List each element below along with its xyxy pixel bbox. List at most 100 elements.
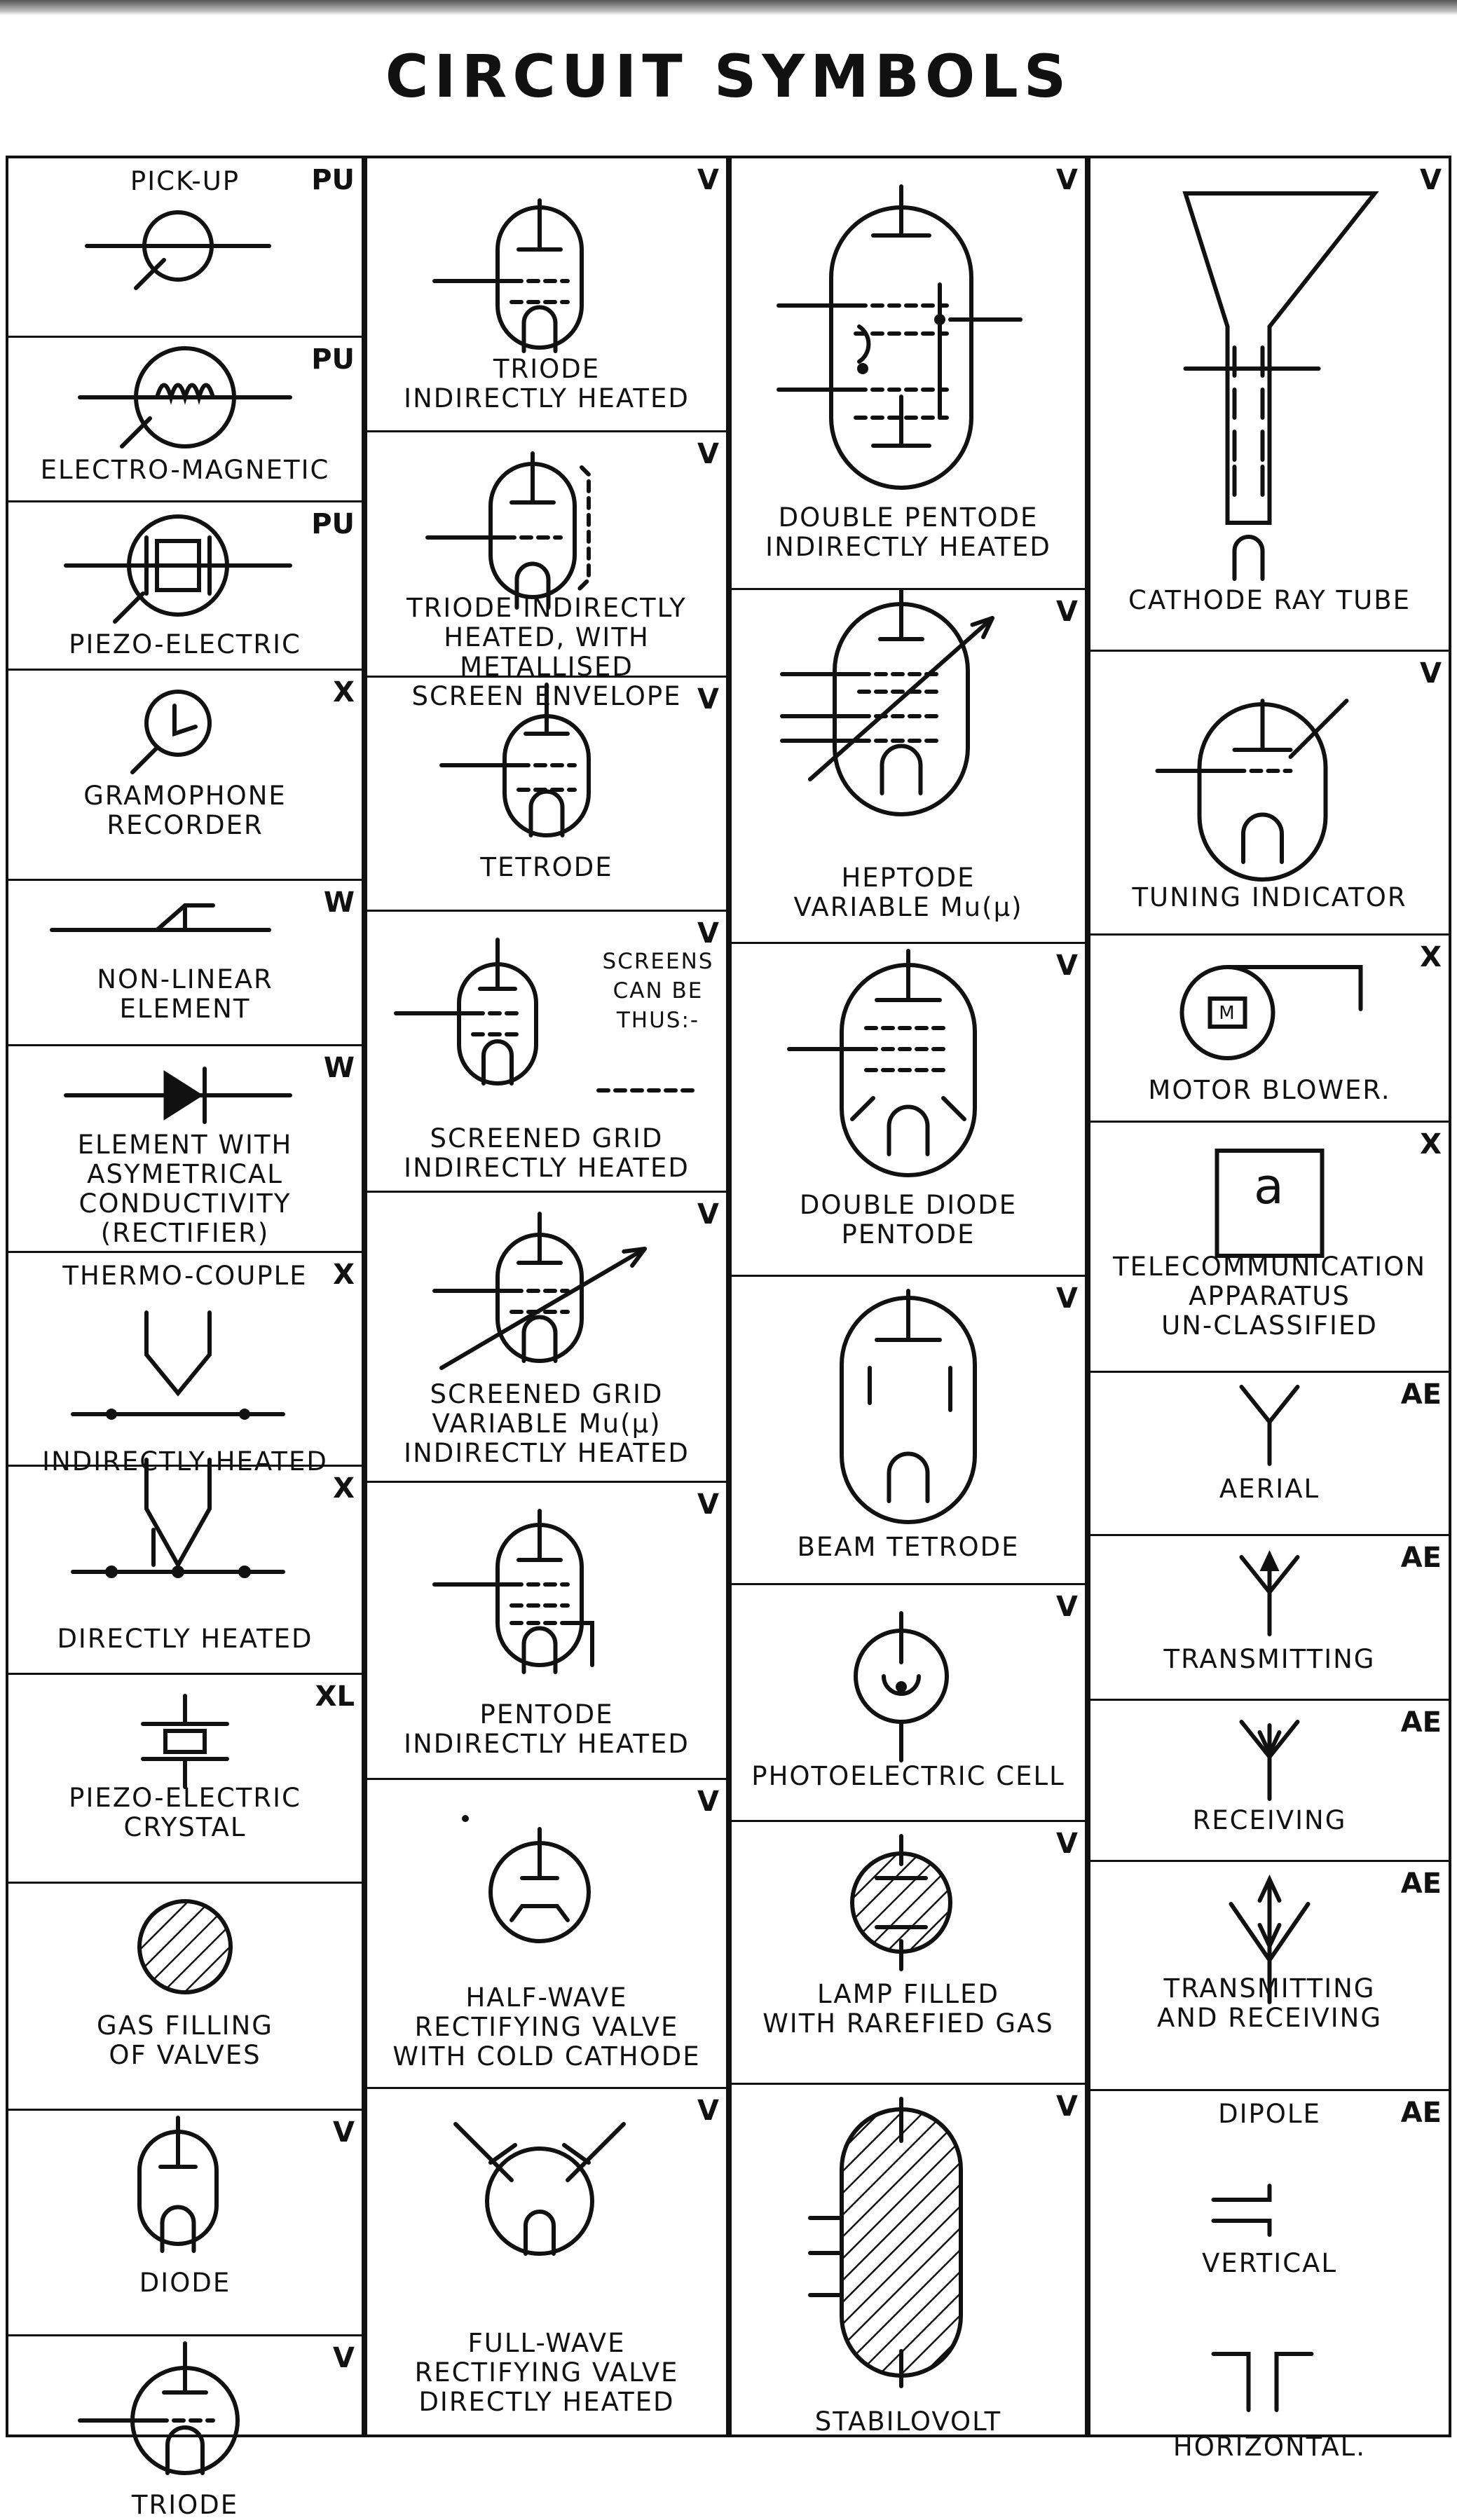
symbol-cell-tetrode: V TETRODE xyxy=(367,676,726,910)
symbol-label: FULL-WAVE RECTIFYING VALVE DIRECTLY HEAT… xyxy=(414,2328,679,2417)
symbol-label: DOUBLE DIODE PENTODE xyxy=(799,1190,1018,1249)
circuit-symbol-icon xyxy=(8,881,362,1046)
motor-letter: M xyxy=(1219,1003,1236,1024)
circuit-symbol-icon xyxy=(732,590,1085,944)
symbol-code: V xyxy=(333,2116,355,2149)
symbol-label: TELECOMMUNICATION APPARATUS UN-CLASSIFIE… xyxy=(1112,1252,1427,1341)
symbol-cell-pentode: V PENTODE INDIRECTLY HEATED xyxy=(367,1481,726,1778)
symbol-code: AE xyxy=(1400,1706,1442,1739)
symbol-cell-transmitting: AE TRANSMITTING AND RECEIVING xyxy=(1090,1860,1449,2089)
symbol-label: PIEZO-ELECTRIC xyxy=(69,629,301,659)
circuit-symbol-icon xyxy=(8,1467,362,1578)
page-title: CIRCUIT SYMBOLS xyxy=(385,42,1072,111)
symbol-label: MOTOR BLOWER. xyxy=(1148,1075,1391,1105)
symbol-cell-directly-heated: X DIRECTLY HEATED xyxy=(8,1465,362,1673)
circuit-symbol-icon xyxy=(462,1815,726,2089)
circuit-symbol-icon xyxy=(732,1585,1085,1822)
symbol-heading: DIPOLE xyxy=(1218,2099,1321,2129)
symbol-code: PU xyxy=(311,508,355,540)
symbol-code: X xyxy=(333,676,355,708)
circuit-symbol-icon xyxy=(732,2085,1085,2477)
circuit-symbol-icon xyxy=(367,158,726,430)
circuit-symbol-icon xyxy=(1090,652,1449,936)
symbol-code: V xyxy=(697,1488,719,1521)
symbol-label: PENTODE INDIRECTLY HEATED xyxy=(404,1699,690,1759)
symbol-code: AE xyxy=(1400,1868,1442,1900)
circuit-symbol-icon xyxy=(8,502,362,671)
symbol-cell-lamp-filled: V LAMP FILLED WITH RAREFIED GAS xyxy=(732,1820,1085,2083)
symbol-code: X xyxy=(1420,941,1442,973)
symbol-label: TRANSMITTING xyxy=(1163,1644,1376,1674)
symbol-label: INDIRECTLY HEATED xyxy=(42,1446,328,1477)
circuit-symbol-icon xyxy=(8,1675,362,1884)
circuit-symbol-icon xyxy=(8,338,362,502)
symbol-label: ELECTRO-MAGNETIC xyxy=(40,455,330,485)
symbol-code: V xyxy=(697,164,719,196)
circuit-symbol-icon xyxy=(367,432,726,678)
symbol-label: RECEIVING xyxy=(1192,1805,1347,1835)
symbol-label: CATHODE RAY TUBE xyxy=(1128,585,1411,615)
symbol-code: X xyxy=(333,1472,355,1505)
circuit-symbol-icon xyxy=(8,671,362,881)
symbol-label: TRANSMITTING AND RECEIVING xyxy=(1156,1973,1383,2033)
circuit-symbol-icon xyxy=(1090,936,1449,1123)
circuit-symbol-icon xyxy=(367,2089,726,2448)
circuit-symbol-icon xyxy=(1090,2091,1449,2488)
circuit-symbol-icon xyxy=(367,1193,726,1483)
symbol-code: V xyxy=(1056,1591,1078,1623)
circuit-symbol-icon xyxy=(1090,1701,1449,1862)
symbol-code: V xyxy=(697,683,719,715)
symbol-label: LAMP FILLED WITH RAREFIED GAS xyxy=(762,1979,1054,2039)
circuit-symbol-icon xyxy=(8,1046,362,1253)
circuit-symbol-icon xyxy=(367,912,726,1193)
symbol-cell-receiving: AE RECEIVING xyxy=(1090,1699,1449,1860)
circuit-symbol-icon xyxy=(8,1253,362,1420)
circuit-symbol-icon xyxy=(732,1822,1085,2085)
symbol-label: DIRECTLY HEATED xyxy=(57,1624,313,1654)
symbol-code: V xyxy=(1056,950,1078,982)
symbol-label: STABILOVOLT xyxy=(814,2406,1002,2437)
circuit-symbol-icon xyxy=(8,2336,362,2508)
circuit-symbol-icon xyxy=(367,678,726,912)
symbol-label: DIODE xyxy=(139,2268,231,2298)
symbol-code: XL xyxy=(315,1680,355,1713)
symbol-label: VERTICAL xyxy=(1202,2248,1337,2278)
symbol-label: TRIODE xyxy=(131,2490,239,2520)
symbol-code: V xyxy=(1420,657,1442,690)
circuit-symbol-icon xyxy=(1090,1862,1449,2091)
symbol-label: HALF-WAVE RECTIFYING VALVE WITH COLD CAT… xyxy=(392,1983,701,2072)
symbol-code: V xyxy=(697,2095,719,2127)
symbol-code: V xyxy=(1056,596,1078,628)
symbol-code: V xyxy=(1056,164,1078,196)
symbol-label: TETRODE xyxy=(480,852,613,882)
circuit-symbol-icon xyxy=(1090,1550,1449,1701)
circuit-symbol-icon xyxy=(732,944,1085,1277)
symbol-label: BEAM TETRODE xyxy=(797,1532,1020,1562)
circuit-symbol-icon xyxy=(1090,1123,1449,1373)
symbol-code: PU xyxy=(311,164,355,196)
screens-note: SCREENS CAN BE THUS:- xyxy=(602,949,714,1033)
symbol-label: AERIAL xyxy=(1219,1474,1320,1504)
symbol-code: X xyxy=(333,1259,355,1291)
symbol-code: V xyxy=(1056,1828,1078,1860)
symbol-label: ELEMENT WITH ASYMETRICAL CONDUCTIVITY (R… xyxy=(77,1130,293,1248)
symbol-label: SCREENED GRID INDIRECTLY HEATED xyxy=(404,1123,690,1183)
symbol-label: PHOTOELECTRIC CELL xyxy=(751,1761,1065,1791)
symbol-code: V xyxy=(1056,2090,1078,2123)
symbol-code: V xyxy=(333,2342,355,2374)
